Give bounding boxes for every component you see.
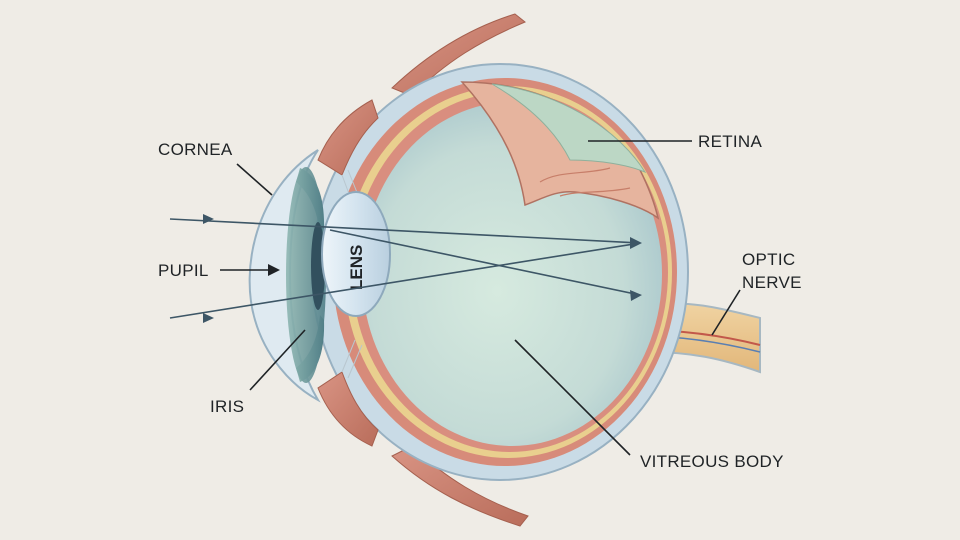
ciliary-body-top <box>317 99 379 176</box>
optic-nerve-label-line2: NERVE <box>742 273 802 292</box>
pupil-leader-arrow <box>268 264 280 276</box>
retina-green-layer <box>491 83 647 174</box>
iris-label: IRIS <box>210 397 244 416</box>
iris-ring <box>286 167 326 383</box>
vitreous-leader <box>514 339 631 456</box>
ray-upper-incoming <box>169 218 641 244</box>
cornea-leader <box>236 163 273 196</box>
ray-upper-arrow <box>203 214 214 224</box>
upper-muscle <box>391 13 526 97</box>
retina-label: RETINA <box>698 132 762 151</box>
lens-label: LENS <box>347 245 366 290</box>
ray-lower-incoming <box>169 242 641 319</box>
ciliary-body-bottom <box>317 371 379 447</box>
optic-nerve-label-line1: OPTIC <box>742 250 795 269</box>
ray-arrow-bottom-end <box>630 290 642 301</box>
pupil-label: PUPIL <box>158 261 209 280</box>
retina-vessels <box>539 167 631 197</box>
vitreous-body-label: VITREOUS BODY <box>640 452 784 471</box>
ray-crossing <box>329 229 641 296</box>
ray-arrow-top-end <box>630 237 642 249</box>
iris-leader <box>249 329 306 391</box>
cornea-label: CORNEA <box>158 140 233 159</box>
optic-nerve-leader <box>711 289 741 336</box>
ray-lower-arrow <box>203 313 214 323</box>
